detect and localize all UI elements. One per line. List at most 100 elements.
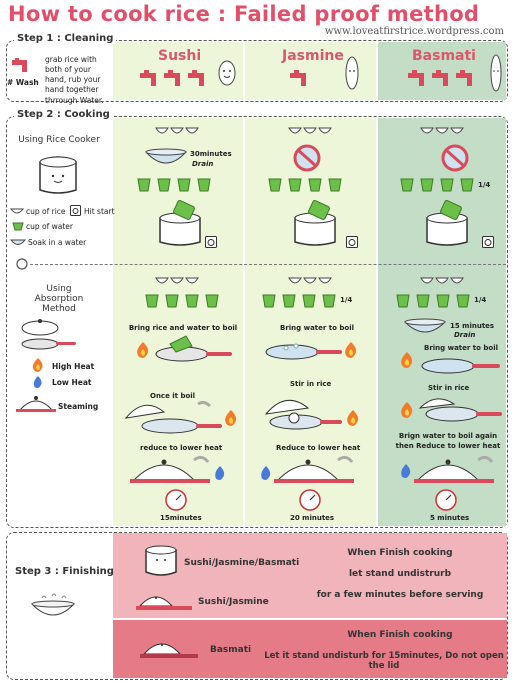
flame-icon: [401, 464, 411, 478]
cup-water-icon: [12, 222, 24, 231]
lid-icon: [130, 455, 210, 483]
bowl-icon: [420, 127, 464, 134]
finish-row-basmati: [113, 620, 507, 678]
flame-icon: [225, 410, 237, 426]
rice-cooker-icon: [145, 545, 177, 576]
lid-icon: [274, 455, 354, 483]
basmati-soak-time: 15 minutes: [450, 322, 495, 330]
flame-icon: [347, 410, 359, 426]
power-button-icon: [482, 236, 494, 248]
pan-icon: [265, 343, 342, 360]
sushi-header: Sushi: [158, 48, 202, 64]
rice-cooker-icon: [39, 156, 77, 194]
flame-icon: [137, 342, 149, 358]
sushi-time: 15minutes: [160, 514, 202, 522]
finish-who-sushi-jasmine: Sushi/Jasmine: [198, 597, 269, 607]
basmati-step2: Stir in rice: [428, 384, 470, 392]
cup-water-icon: [262, 294, 336, 308]
flame-icon: [345, 342, 357, 358]
jasmine-header: Jasmine: [282, 48, 344, 64]
basmati-header: Basmati: [412, 48, 476, 64]
pan-icon: [155, 335, 232, 362]
bowl-icon: [10, 239, 26, 245]
legend-high-heat: High Heat: [52, 362, 95, 371]
power-button-icon: [70, 205, 81, 216]
step3-label: Step 3 : Finishing up: [15, 566, 132, 577]
bowl-icon: [288, 127, 332, 134]
finish-who-all: Sushi/Jasmine/Basmati: [184, 558, 300, 568]
jasmine-time: 20 minutes: [290, 514, 335, 522]
basmati-drain: Drain: [454, 331, 476, 339]
flame-icon: [401, 402, 413, 418]
wash-label: # Wash: [7, 78, 39, 87]
finish-line2: let stand undistrurb: [348, 569, 452, 579]
sushi-drain: Drain: [192, 160, 214, 168]
wash-text: grab rice with both of your hand, rub yo…: [45, 55, 104, 105]
rice-cooker-icon: [294, 200, 336, 246]
jasmine-step1: Bring water to boil: [280, 324, 355, 332]
step2-box: [6, 116, 508, 528]
timer-icon: [165, 489, 187, 511]
faucet-icon: [140, 70, 204, 86]
bowl-icon: [145, 148, 187, 164]
bowl-icon: [155, 127, 199, 134]
legend-soak: Soak in a water: [28, 238, 87, 247]
lid-icon: [16, 396, 56, 412]
legend-cup-rice: cup of rice: [26, 207, 66, 216]
basmati-absorption-fraction: 1/4: [474, 296, 487, 304]
legend-low-heat: Low Heat: [52, 378, 92, 387]
page-title: How to cook rice : Failed proof method: [8, 2, 480, 26]
bowl-icon: [288, 277, 332, 284]
sushi-step2: Once it boil: [150, 392, 196, 400]
pan-icon: [418, 398, 502, 422]
flame-icon: [32, 358, 43, 372]
sushi-step3: reduce to lower heat: [140, 444, 223, 452]
flame-icon: [33, 376, 42, 388]
step1-box: [6, 40, 508, 102]
jasmine-absorption-fraction: 1/4: [340, 296, 353, 304]
finish-line1: When Finish cooking: [347, 548, 453, 558]
rice-grain-icon: [345, 56, 359, 90]
rice-grain-icon: [490, 54, 502, 92]
basmati-step3: Brign water to boil again then Reduce to…: [395, 432, 501, 450]
rice-cooker-icon: [159, 200, 201, 246]
legend-steaming: Steaming: [58, 402, 99, 411]
power-button-icon: [205, 236, 217, 248]
legend-cup-water: cup of water: [26, 222, 74, 231]
basmati-step1: Bring water to boil: [424, 344, 499, 352]
site-url: www.loveatfirstrice.wordpress.com: [324, 26, 504, 37]
step1-basmati-column: [378, 42, 506, 100]
legend-hit-start: Hit start: [84, 207, 115, 216]
jasmine-step3: Reduce to lower heat: [276, 444, 361, 452]
bowl-icon: [404, 318, 446, 333]
cup-water-icon: [396, 294, 470, 308]
step3-box: [6, 532, 508, 680]
finish-basmati-line2: Let it stand undisturb for 15minutes, Do…: [264, 651, 504, 671]
timer-icon: [299, 489, 321, 511]
cup-water-icon: [268, 178, 342, 192]
power-button-icon: [346, 236, 358, 248]
rice-cooker-method-label: Using Rice Cooker: [18, 135, 100, 145]
faucet-icon: [12, 58, 27, 72]
basmati-time: 5 minutes: [430, 514, 470, 522]
step2-sushi-column: [113, 118, 243, 526]
flame-icon: [261, 466, 271, 480]
step2-label: Step 2 : Cooking: [14, 109, 113, 120]
jasmine-step2: Stir in rice: [290, 380, 332, 388]
pan-icon: [421, 358, 500, 374]
flame-icon: [401, 352, 413, 368]
sushi-soak-time: 30minutes: [190, 150, 232, 158]
absorption-method-label: Using Absorption Method: [34, 284, 84, 314]
finish-basmati-line1: When Finish cooking: [347, 630, 453, 640]
rice-cooker-icon: [426, 200, 468, 246]
step1-label: Step 1 : Cleaning: [14, 33, 117, 44]
divider-circle-icon: [16, 258, 28, 270]
cup-water-icon: [137, 178, 211, 192]
pan-icon: [136, 596, 192, 610]
finish-who-basmati: Basmati: [210, 645, 252, 655]
finish-row-all: [113, 533, 507, 618]
finish-line3: for a few minutes before serving: [316, 590, 484, 600]
no-icon: [293, 144, 321, 172]
bowl-icon: [155, 277, 199, 284]
timer-icon: [435, 489, 457, 511]
